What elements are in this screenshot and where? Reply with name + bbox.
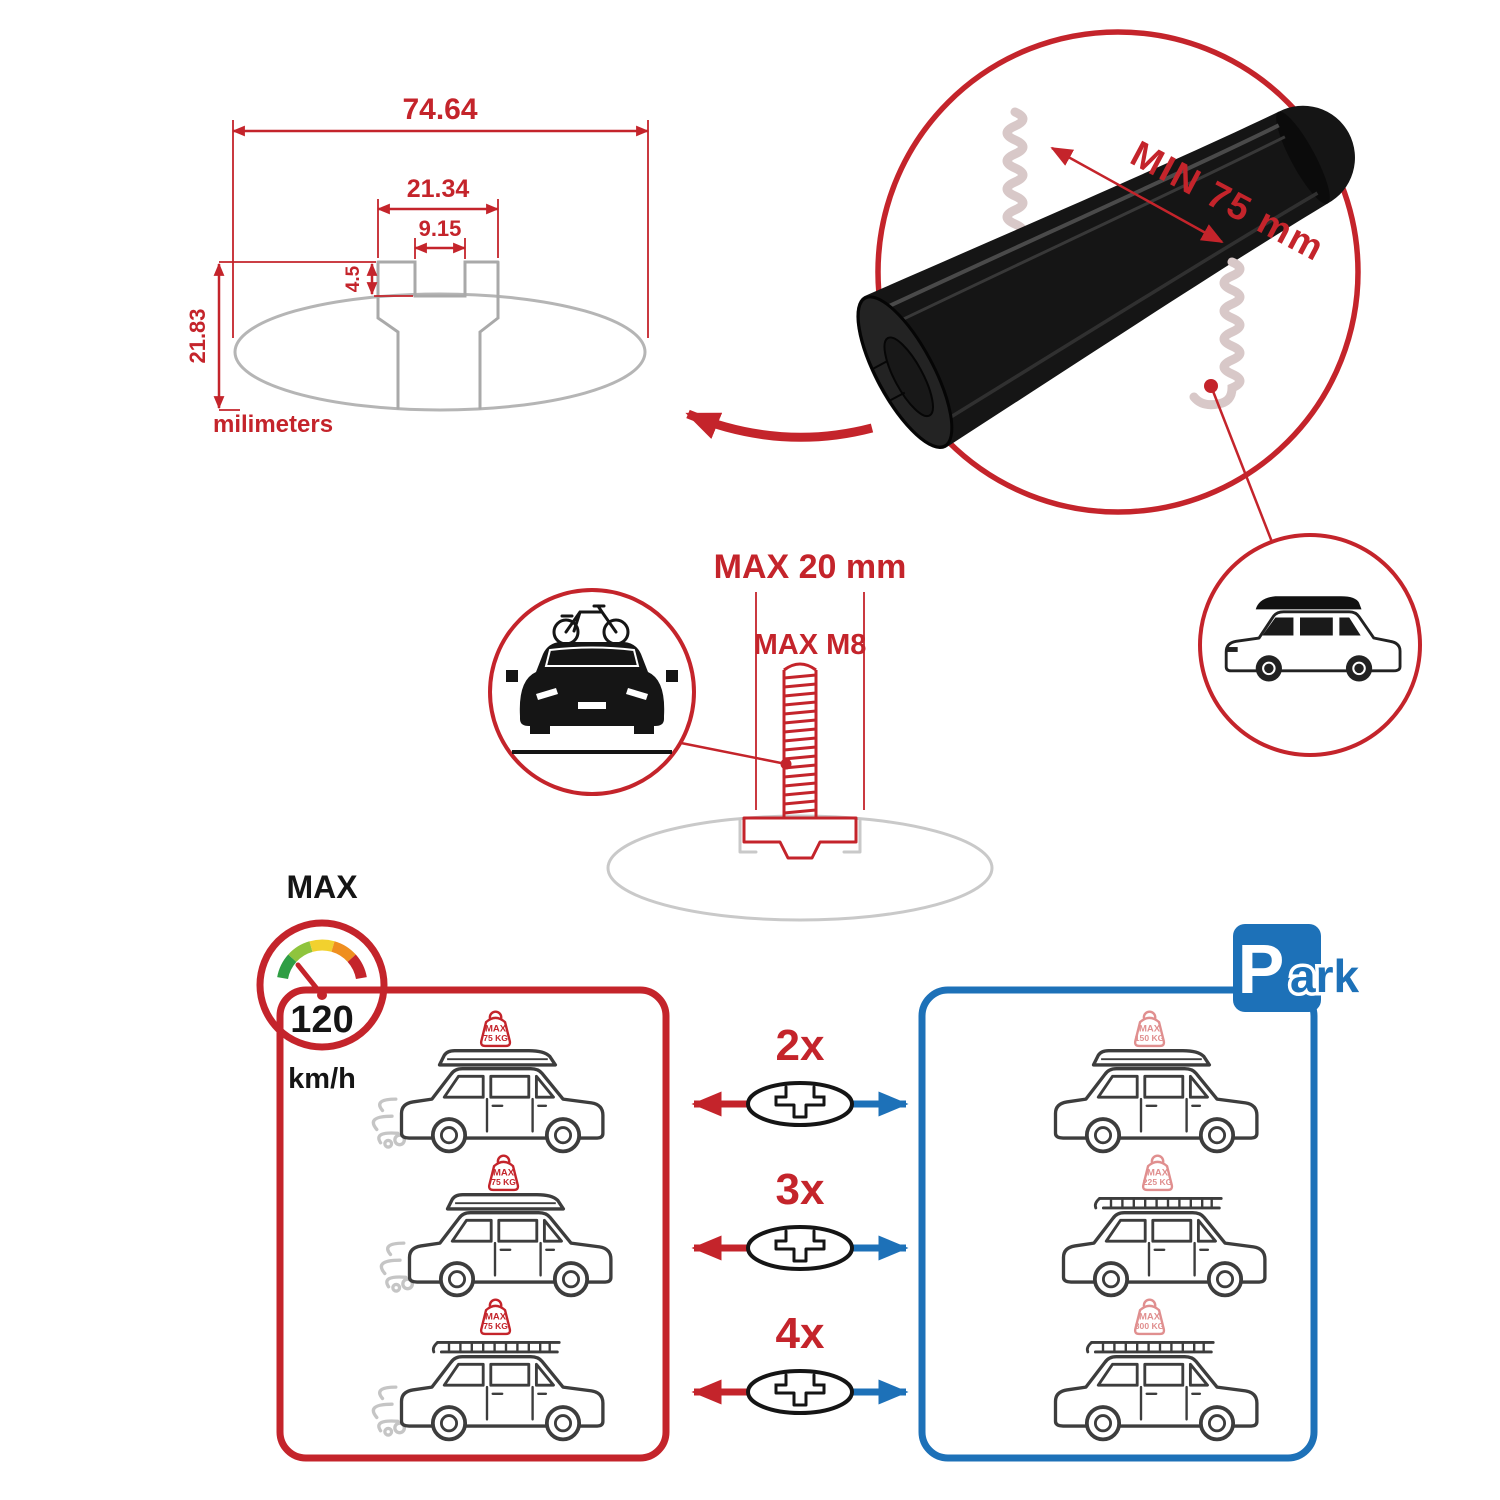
car-illustration bbox=[1053, 1354, 1259, 1442]
parked-car-3: MAX 300 KG bbox=[1053, 1298, 1259, 1442]
car-illustration bbox=[399, 1354, 605, 1442]
park-sign-rest: ark bbox=[1290, 950, 1359, 1002]
bolt-pointer-dot bbox=[780, 758, 792, 770]
dim-total-height-label: 21.83 bbox=[185, 308, 210, 363]
roof-basket bbox=[1093, 1197, 1223, 1210]
suv-roofbox-illustration bbox=[1224, 596, 1402, 682]
load-badge: MAX 75 KG bbox=[487, 1154, 520, 1192]
dim-unit-label: milimeters bbox=[213, 411, 333, 438]
roof-box bbox=[1091, 1048, 1212, 1067]
load-badge: MAX 150 KG bbox=[1133, 1010, 1166, 1048]
load-badge-value: 150 KG bbox=[1135, 1033, 1165, 1043]
t-slot-profile bbox=[376, 260, 500, 410]
crossbar-cross-section-outline bbox=[233, 292, 647, 412]
roof-box bbox=[437, 1048, 558, 1067]
crossbar-oval-icon bbox=[746, 1225, 854, 1271]
speed-max-label: MAX bbox=[286, 869, 358, 905]
park-panel bbox=[918, 986, 1318, 1462]
load-badge-max: MAX bbox=[1139, 1312, 1161, 1323]
parked-car-1: MAX 150 KG bbox=[1053, 1010, 1259, 1154]
speed-unit: km/h bbox=[288, 1063, 356, 1095]
multiplier-label: 2x bbox=[776, 1021, 825, 1070]
multiplier-row-2: 3x bbox=[691, 1165, 909, 1271]
suv-roofbox-detail bbox=[1198, 533, 1422, 757]
multiplier-row-3: 4x bbox=[691, 1309, 909, 1415]
dim-slot-depth-label: 4.5 bbox=[343, 265, 364, 292]
car-illustration bbox=[407, 1210, 613, 1298]
crossbar-detail: MIN 75 mm bbox=[856, 29, 1361, 543]
driving-panel bbox=[276, 986, 670, 1462]
speed-value: 120 bbox=[290, 999, 353, 1041]
park-sign-square bbox=[1233, 924, 1321, 1012]
load-badge-value: 75 KG bbox=[483, 1321, 508, 1331]
load-badge-max: MAX bbox=[485, 1312, 507, 1323]
load-badge: MAX 300 KG bbox=[1133, 1298, 1166, 1336]
min-span-arrow bbox=[1050, 146, 1224, 244]
load-badge-value: 225 KG bbox=[1143, 1177, 1173, 1187]
load-badge-value: 300 KG bbox=[1135, 1321, 1165, 1331]
driving-car-3: MAX 75 KG bbox=[371, 1298, 605, 1442]
t-bolt-illustration bbox=[742, 662, 858, 860]
load-badge-max: MAX bbox=[1139, 1024, 1161, 1035]
park-sign: P ark bbox=[1233, 924, 1363, 1012]
speed-limit: MAX 120 km/h bbox=[256, 869, 388, 1095]
parked-car-2: MAX 225 KG bbox=[1061, 1154, 1267, 1298]
crossbar-oval-icon bbox=[746, 1369, 854, 1415]
bike-car-detail bbox=[488, 588, 696, 796]
detail-to-drawing-arrow bbox=[685, 409, 874, 442]
pointer-line-to-suv bbox=[1209, 385, 1274, 543]
dim-slot-inner-label: 9.15 bbox=[419, 216, 462, 241]
dimension-drawing: 74.64 21.34 9.15 4.5 21.83 milimeters bbox=[185, 93, 650, 438]
speedometer-gauge bbox=[277, 939, 367, 980]
load-badge: MAX 75 KG bbox=[479, 1010, 512, 1048]
load-badge: MAX 225 KG bbox=[1141, 1154, 1174, 1192]
roof-basket bbox=[1085, 1341, 1215, 1354]
load-badge: MAX 75 KG bbox=[479, 1298, 512, 1336]
bolt-detail: MAX 20 mm MAX M8 bbox=[606, 548, 994, 922]
crossbar-oval-icon bbox=[746, 1081, 854, 1127]
roof-box bbox=[445, 1192, 566, 1211]
car-illustration bbox=[1061, 1210, 1267, 1298]
bolt-max-width-label: MAX 20 mm bbox=[714, 548, 907, 586]
car-front-illustration bbox=[506, 642, 678, 754]
motion-lines bbox=[379, 1241, 415, 1293]
multiplier-row-1: 2x bbox=[691, 1021, 909, 1127]
pointer-line-to-bolt bbox=[665, 738, 787, 766]
motion-lines bbox=[371, 1385, 407, 1437]
roof-basket bbox=[431, 1341, 561, 1354]
load-badge-max: MAX bbox=[485, 1024, 507, 1035]
load-badge-max: MAX bbox=[493, 1168, 515, 1179]
ghost-cross-section bbox=[606, 814, 994, 922]
park-sign-letter: P bbox=[1238, 930, 1285, 1008]
driving-car-2: MAX 75 KG bbox=[379, 1154, 613, 1298]
bolt-max-thread-label: MAX M8 bbox=[754, 629, 867, 661]
multiplier-label: 4x bbox=[776, 1309, 825, 1358]
load-badge-max: MAX bbox=[1147, 1168, 1169, 1179]
load-badge-value: 75 KG bbox=[483, 1033, 508, 1043]
motion-lines bbox=[371, 1097, 407, 1149]
multiplier-label: 3x bbox=[776, 1165, 825, 1214]
clamp-rod-right bbox=[1189, 257, 1245, 410]
dim-total-width-label: 74.64 bbox=[402, 93, 477, 126]
car-illustration bbox=[399, 1066, 605, 1154]
car-illustration bbox=[1053, 1066, 1259, 1154]
dim-slot-outer-label: 21.34 bbox=[407, 175, 470, 203]
load-badge-value: 75 KG bbox=[491, 1177, 516, 1187]
driving-car-1: MAX 75 KG bbox=[371, 1010, 605, 1154]
